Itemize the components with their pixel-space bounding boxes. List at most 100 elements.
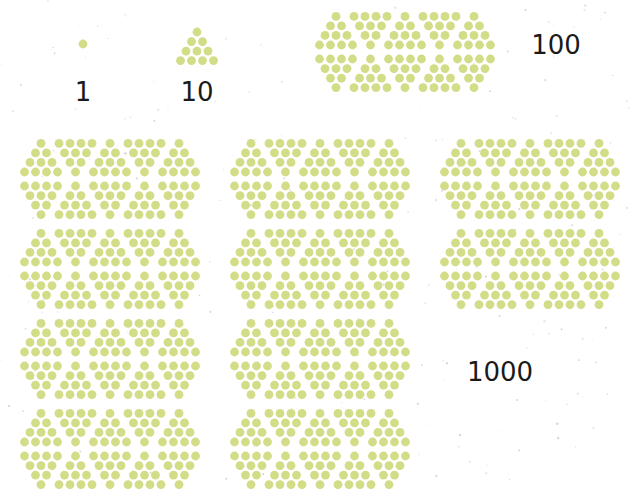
dot	[374, 461, 383, 470]
dot	[169, 291, 178, 300]
dot	[60, 329, 69, 338]
dot	[241, 168, 250, 177]
dot	[321, 348, 330, 357]
dot	[88, 300, 97, 309]
dot	[584, 158, 593, 167]
dot	[305, 281, 314, 290]
speck	[127, 331, 128, 332]
speck	[609, 142, 611, 144]
dot	[180, 182, 189, 191]
dot	[435, 74, 444, 83]
dot	[169, 272, 178, 281]
dot	[140, 291, 149, 300]
dot	[164, 281, 173, 290]
dot	[53, 452, 62, 461]
dot	[281, 201, 290, 210]
dot	[321, 182, 330, 191]
dot	[473, 258, 482, 267]
dot	[356, 191, 365, 200]
dot	[316, 300, 325, 309]
dot	[379, 239, 388, 248]
dot	[60, 291, 69, 300]
dot	[589, 168, 598, 177]
dot	[186, 371, 195, 380]
dot	[265, 480, 274, 489]
dot	[42, 471, 51, 480]
dot	[497, 191, 506, 200]
speck	[456, 268, 457, 269]
speck	[76, 43, 78, 45]
dot	[71, 471, 80, 480]
dot	[135, 461, 144, 470]
dot	[356, 300, 365, 309]
dot	[276, 158, 285, 167]
dot	[191, 182, 200, 191]
speck	[476, 266, 478, 268]
dot	[350, 239, 359, 248]
dot	[326, 22, 335, 31]
dot	[111, 362, 120, 371]
dot	[241, 438, 250, 447]
dot	[361, 419, 370, 428]
dot	[566, 210, 575, 219]
dot	[140, 168, 149, 177]
dot	[100, 291, 109, 300]
dot	[310, 182, 319, 191]
dot	[117, 461, 126, 470]
dot	[117, 158, 126, 167]
dot	[374, 371, 383, 380]
dot	[339, 419, 348, 428]
dot	[566, 139, 575, 148]
dot	[390, 452, 399, 461]
dot	[377, 22, 386, 31]
speck	[518, 449, 520, 451]
dot	[549, 201, 558, 210]
dot	[441, 12, 450, 21]
dot	[321, 239, 330, 248]
speck	[41, 312, 42, 313]
dot	[66, 210, 75, 219]
dot	[390, 348, 399, 357]
dot	[491, 258, 500, 267]
dot	[396, 248, 405, 257]
dot	[146, 281, 155, 290]
dot	[595, 300, 604, 309]
dot	[20, 438, 29, 447]
speck	[253, 446, 255, 448]
dot	[566, 281, 575, 290]
dot	[334, 139, 343, 148]
dot	[390, 419, 399, 428]
dot	[520, 168, 529, 177]
dot	[327, 281, 336, 290]
dot	[146, 409, 155, 418]
dot	[106, 248, 115, 257]
dot	[287, 191, 296, 200]
dot	[106, 480, 115, 489]
dot	[77, 229, 86, 238]
dot	[372, 64, 381, 73]
dot	[48, 428, 57, 437]
dot	[111, 168, 120, 177]
dot	[350, 272, 359, 281]
speck	[49, 200, 50, 201]
dot	[247, 461, 256, 470]
speck	[479, 135, 481, 137]
dot	[345, 281, 354, 290]
dot	[555, 300, 564, 309]
dot	[310, 258, 319, 267]
dot	[361, 381, 370, 390]
dot	[571, 201, 580, 210]
dot	[252, 239, 261, 248]
dot	[368, 272, 377, 281]
dot	[82, 381, 91, 390]
dot	[560, 291, 569, 300]
dot	[77, 461, 86, 470]
dot	[124, 390, 133, 399]
speck	[557, 437, 559, 439]
dot	[509, 168, 518, 177]
dot	[451, 272, 460, 281]
thousand-part	[230, 229, 410, 309]
dot	[37, 480, 46, 489]
dot	[440, 258, 449, 267]
dot	[589, 149, 598, 158]
